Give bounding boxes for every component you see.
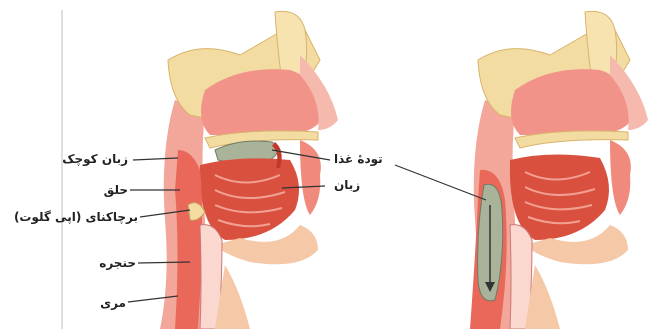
left-head [160, 11, 338, 329]
right-tongue [510, 154, 609, 240]
label-larynx: حنجره [99, 256, 136, 270]
label-tongue: زبان [334, 178, 360, 192]
label-esophagus: مری [100, 296, 126, 310]
right-lips [610, 140, 631, 215]
leader-food-bolus-right [395, 165, 486, 200]
left-lips [300, 140, 321, 215]
label-food-bolus: تودهٔ غذا [334, 152, 383, 166]
label-uvula: زبان کوچک [62, 152, 128, 166]
left-pharynx [175, 150, 202, 329]
label-epiglottis: برچاکنای (اپی گلوت) [14, 210, 138, 224]
right-head [470, 11, 648, 329]
label-pharynx: حلق [104, 183, 128, 197]
left-tongue [200, 158, 299, 240]
